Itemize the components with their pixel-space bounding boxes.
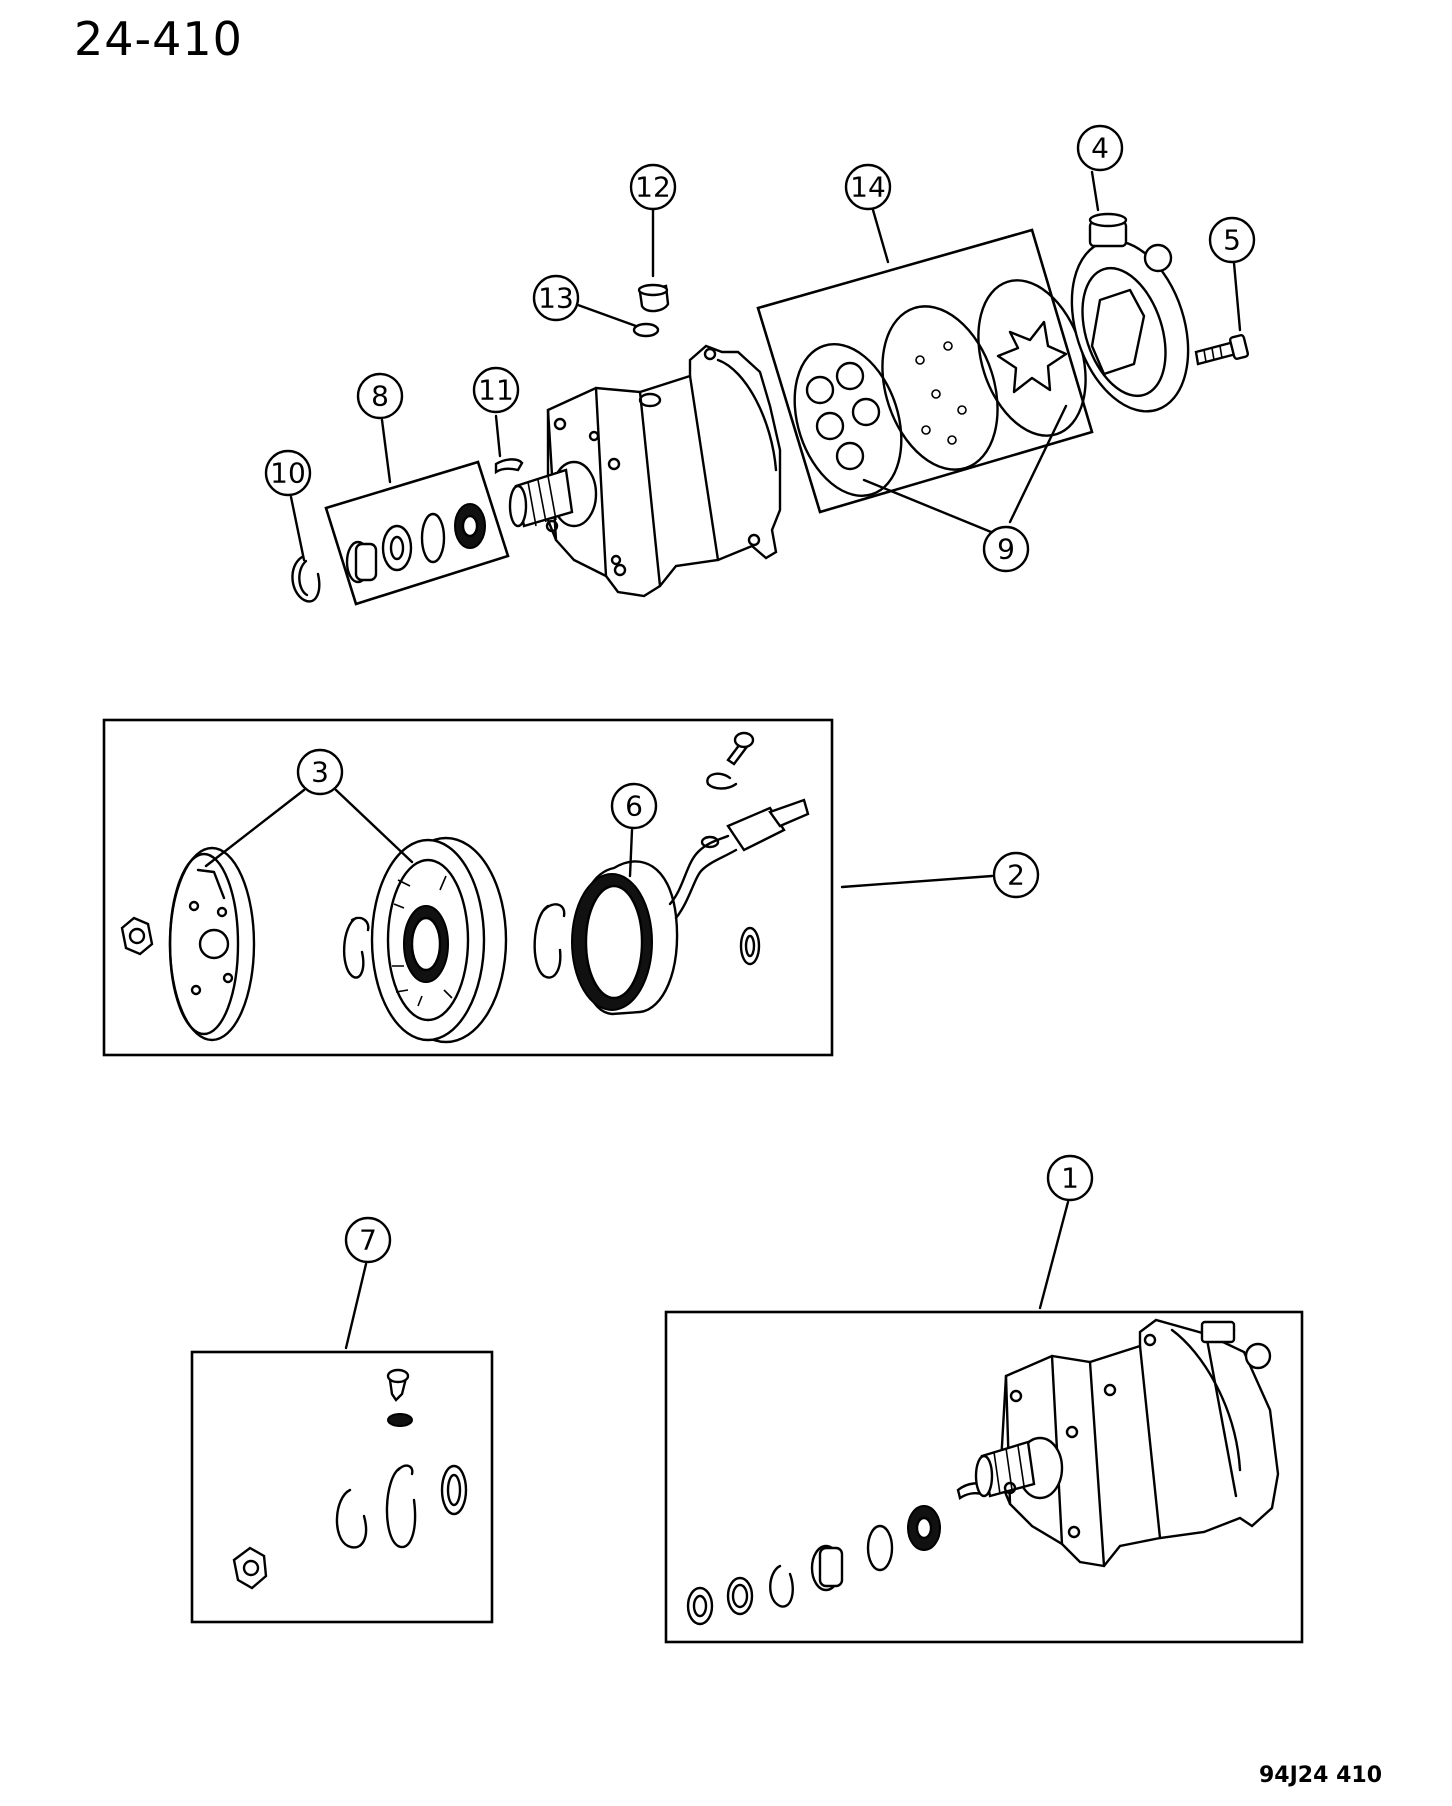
body-port	[638, 392, 662, 408]
svg-text:14: 14	[850, 171, 886, 204]
svg-text:9: 9	[997, 533, 1015, 566]
callout-1: 1	[1046, 1154, 1094, 1202]
shaft-seal-kit-box	[324, 460, 510, 606]
svg-text:10: 10	[270, 457, 306, 490]
oil-plug	[637, 283, 670, 313]
callout-10: 10	[264, 449, 312, 497]
callout-8: 8	[356, 372, 404, 420]
callout-9: 9	[982, 525, 1030, 573]
svg-text:1: 1	[1061, 1162, 1079, 1195]
gasket-kit-group	[756, 228, 1094, 514]
shaft-seal-kit-group	[324, 460, 510, 606]
clutch-snap-ring-left	[342, 916, 370, 979]
seal-sleeve	[354, 542, 378, 582]
clutch-hardware-box	[190, 1350, 494, 1624]
drawing-code: 94J24 410	[1259, 1763, 1382, 1788]
clutch-snap-ring-right	[533, 903, 566, 979]
head-bolt	[1194, 334, 1250, 366]
clutch-assembly	[102, 718, 994, 1057]
kit-nut	[232, 1546, 268, 1590]
seal-bearing	[381, 524, 413, 572]
clutch-nut	[120, 916, 154, 956]
gasket-kit-box	[756, 228, 1094, 514]
head-fitting-side	[1143, 243, 1173, 273]
seal-o-ring	[420, 512, 446, 564]
compressor-body	[508, 344, 782, 598]
callout-3: 3	[296, 748, 344, 796]
field-coil	[571, 731, 810, 1016]
coil-clip	[706, 772, 738, 790]
svg-text:7: 7	[359, 1224, 377, 1257]
page-number: 24-410	[74, 12, 243, 66]
clutch-plate	[168, 846, 256, 1042]
top-leader-lines	[289, 170, 1242, 562]
callout-4: 4	[1076, 124, 1124, 172]
clutch-hardware-kit	[190, 1262, 494, 1624]
callout-12: 12	[629, 163, 677, 211]
clutch-shim	[739, 926, 761, 966]
oil-plug-o-ring	[632, 322, 660, 338]
svg-text:11: 11	[478, 374, 514, 407]
svg-text:4: 4	[1091, 132, 1109, 165]
svg-text:8: 8	[371, 380, 389, 413]
svg-text:3: 3	[311, 756, 329, 789]
kit-snap-ring-1	[335, 1488, 368, 1549]
snap-ring	[291, 555, 321, 603]
callout-5: 5	[1208, 216, 1256, 264]
coil-connector	[726, 806, 786, 852]
svg-text:12: 12	[635, 171, 671, 204]
callout-11: 11	[472, 366, 520, 414]
valve-plate	[881, 305, 999, 471]
callout-6: 6	[610, 782, 658, 830]
head-gasket	[793, 343, 903, 497]
compressor-exploded-view	[289, 170, 1250, 606]
kit-snap-ring-2	[385, 1464, 417, 1549]
svg-text:13: 13	[538, 282, 574, 315]
svg-text:5: 5	[1223, 224, 1241, 257]
svg-text:2: 2	[1007, 859, 1025, 892]
cylinder-head	[1070, 212, 1190, 413]
callout-7: 7	[344, 1216, 392, 1264]
clutch-leader	[840, 874, 994, 889]
svg-text:6: 6	[625, 790, 643, 823]
clutch-pulley	[370, 836, 508, 1044]
kit-clip	[387, 1413, 413, 1427]
compressor-assembly	[664, 1200, 1304, 1644]
clutch-assembly-box	[102, 718, 834, 1057]
kit-shim	[440, 1464, 468, 1516]
compressor-assembly-box	[664, 1310, 1304, 1644]
callout-13: 13	[532, 274, 580, 322]
callout-14: 14	[844, 163, 892, 211]
callout-2: 2	[992, 851, 1040, 899]
shaft-key	[494, 458, 524, 475]
